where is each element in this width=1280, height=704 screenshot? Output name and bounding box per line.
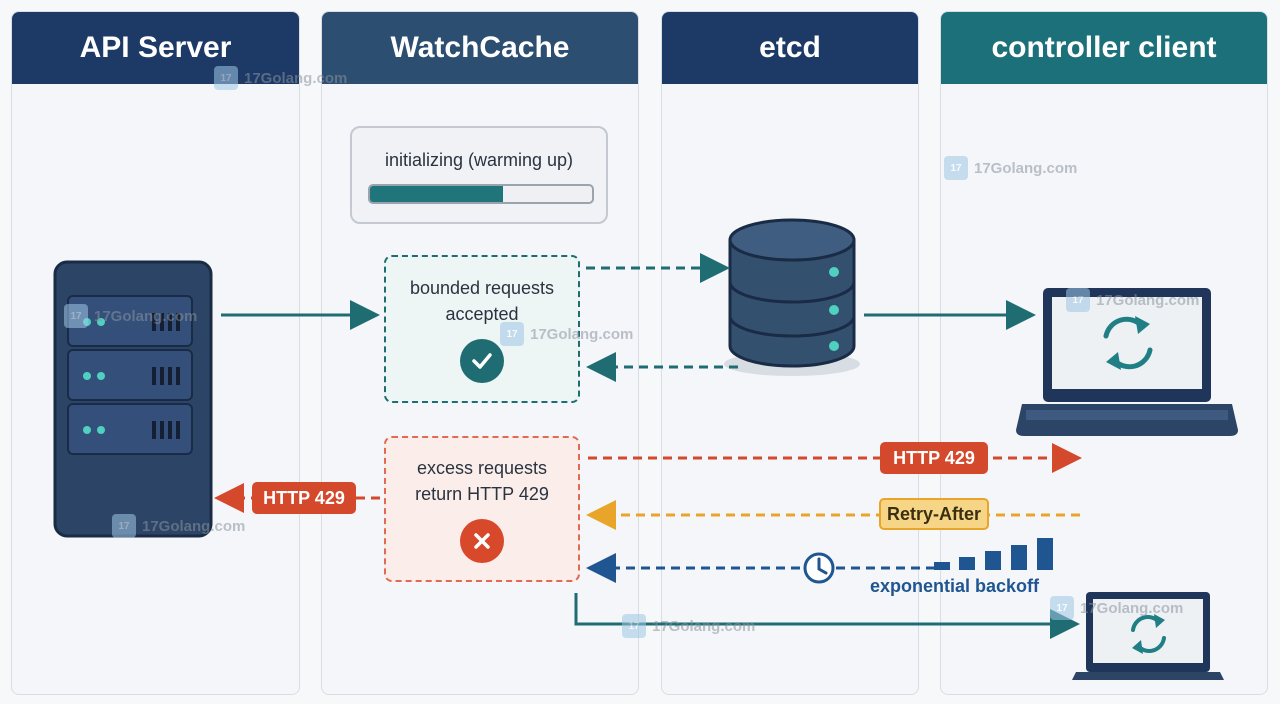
watermark: 17 17Golang.com [500,322,633,346]
watermark: 17 17Golang.com [1066,288,1199,312]
watermark: 17 17Golang.com [622,614,755,638]
lane-etcd: etcd [661,11,919,695]
watermark-text: 17Golang.com [1080,599,1184,617]
watermark: 17 17Golang.com [944,156,1077,180]
watermark-logo: 17 [214,66,238,90]
lane-header-watchcache: WatchCache [322,12,638,84]
watermark-text: 17Golang.com [142,517,246,535]
http-429-tag-right: HTTP 429 [880,442,988,474]
watermark: 17 17Golang.com [64,304,197,328]
check-icon [460,339,504,383]
watermark-text: 17Golang.com [974,159,1078,177]
watermark-text: 17Golang.com [1096,291,1200,309]
watermark-text: 17Golang.com [530,325,634,343]
rejected-requests-box: excess requests return HTTP 429 [384,436,580,582]
watermark-logo: 17 [112,514,136,538]
sync-icon [1103,316,1153,370]
watermark-text: 17Golang.com [244,69,348,87]
bar-chart-icon [934,538,1053,570]
laptop-icon [1016,288,1238,436]
arrow-watchcache-to-laptop [574,593,1080,639]
retry-after-tag: Retry-After [879,498,989,530]
warmup-status-box: initializing (warming up) [350,126,608,224]
http-429-tag-left: HTTP 429 [252,482,356,514]
watermark: 17 17Golang.com [112,514,245,538]
watermark-logo: 17 [1050,596,1074,620]
watermark: 17 17Golang.com [1050,596,1183,620]
laptop-icon [1072,592,1224,680]
lane-header-api-server: API Server [12,12,299,84]
accepted-line-2: accepted [445,304,519,324]
watermark-logo: 17 [64,304,88,328]
backoff-label: exponential backoff [870,576,1040,596]
clock-icon [803,552,835,584]
watermark-logo: 17 [622,614,646,638]
watermark-logo: 17 [944,156,968,180]
warmup-progress-bar [368,184,594,204]
watermark-text: 17Golang.com [94,307,198,325]
lane-header-etcd: etcd [662,12,918,84]
rejected-line-2: return HTTP 429 [415,484,549,504]
watermark-text: 17Golang.com [652,617,756,635]
server-icon [53,260,213,538]
database-icon [724,218,860,376]
lane-header-controller-client: controller client [941,12,1267,84]
rejected-line-1: excess requests [416,458,548,478]
warmup-status-label: initializing (warming up) [384,150,574,170]
accepted-line-1: bounded requests [409,278,555,298]
sync-icon [1131,614,1166,654]
watermark-logo: 17 [1066,288,1090,312]
cross-icon [460,519,504,563]
accepted-requests-box: bounded requests accepted [384,255,580,403]
warmup-progress-fill [370,186,504,202]
watermark-logo: 17 [500,322,524,346]
watermark: 17 17Golang.com [214,66,347,90]
